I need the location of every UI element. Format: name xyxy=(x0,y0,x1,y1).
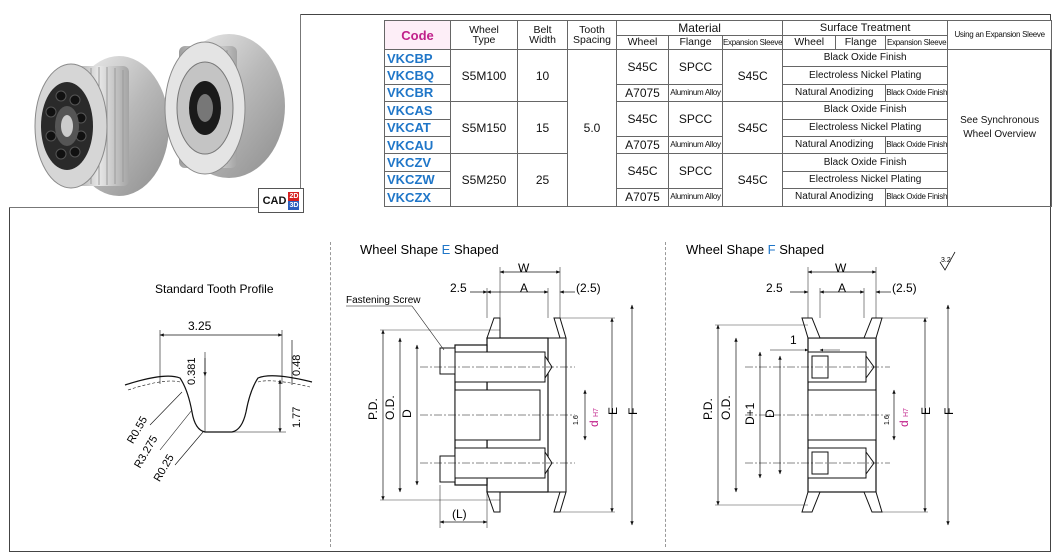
pitch-label: 3.25 xyxy=(188,319,212,333)
wheel-f-title: Wheel Shape F Shaped xyxy=(686,242,824,257)
tooth-profile-drawing: Standard Tooth Profile 3.25 0.381 0.48 1… xyxy=(124,282,313,484)
material-sleeve-cell: S45C xyxy=(721,153,784,207)
tooth-spacing-cell: 5.0 xyxy=(567,49,617,207)
dim-f-f: F xyxy=(942,408,956,415)
dim-a: A xyxy=(520,281,528,295)
code-cell[interactable]: VKCAT xyxy=(384,118,451,137)
dim-25-left-f: 2.5 xyxy=(766,281,783,295)
col-surface-wheel: Wheel xyxy=(782,35,837,50)
table-row: VKCZX A7075 Aluminum Alloy Natural Anodi… xyxy=(384,188,1052,207)
wheel-type-cell: S5M100 xyxy=(450,48,518,103)
dim-od-f: O.D. xyxy=(719,395,733,420)
sleeve-surface-cell: Black Oxide Finish xyxy=(885,188,949,207)
dim-f: F xyxy=(626,408,640,415)
dim-d: D xyxy=(400,409,414,418)
table-row: VKCZV S5M250 25 S45C SPCC S45C Black Oxi… xyxy=(384,153,1052,207)
divider xyxy=(665,242,666,547)
roughness-e: 1.6 xyxy=(573,415,580,425)
dim-1: 1 xyxy=(790,333,797,347)
cad-badge[interactable]: CAD 2D 3D xyxy=(258,188,304,213)
col-material-wheel: Wheel xyxy=(616,35,669,50)
roughness-f: 1.6 xyxy=(884,415,891,425)
dim-pd: P.D. xyxy=(366,398,380,420)
radius-025: R0.25 xyxy=(152,452,177,483)
belt-width-cell: 15 xyxy=(517,101,568,155)
dim-l: (L) xyxy=(452,507,467,521)
wheel-f-drawing: Wheel Shape F Shaped 3.2 W A 2.5 (2.5) xyxy=(686,242,956,526)
product-photo: CAD 2D 3D xyxy=(9,14,304,213)
material-sleeve-cell: S45C xyxy=(721,101,784,155)
wheel-type-cell: S5M250 xyxy=(450,153,518,207)
bore-d: d xyxy=(587,420,601,427)
table-row: VKCBQ Electroless Nickel Plating xyxy=(384,66,1052,85)
bore-tol-f: H7 xyxy=(903,408,910,417)
surface-mark-label: 3.2 xyxy=(941,257,951,264)
material-flange-cell: Aluminum Alloy xyxy=(668,83,723,103)
material-flange-cell: Aluminum Alloy xyxy=(668,135,723,155)
cad-label: CAD xyxy=(262,194,287,207)
dim-177: 1.77 xyxy=(291,407,303,428)
wheel-e-title: Wheel Shape E Shaped xyxy=(360,242,499,257)
wheel-e-drawing: Wheel Shape E Shaped W A 2.5 (2.5) xyxy=(346,242,640,528)
cad-3d-label: 3D xyxy=(288,200,300,210)
dim-25-right: (2.5) xyxy=(576,281,601,295)
dim-w: W xyxy=(518,261,530,275)
belt-width-cell: 25 xyxy=(517,153,568,207)
col-using-sleeve: Using an Expansion Sleeve xyxy=(947,20,1053,50)
code-cell[interactable]: VKCAU xyxy=(384,135,451,155)
wheel-type-cell: S5M150 xyxy=(450,101,518,155)
dim-od: O.D. xyxy=(383,395,397,420)
dim-d1: D+1 xyxy=(743,402,757,425)
dim-pd-f: P.D. xyxy=(701,398,715,420)
bore-d-f: d xyxy=(897,420,911,427)
dim-a-f: A xyxy=(838,281,846,295)
bore-tol: H7 xyxy=(593,408,600,417)
material-wheel-cell: A7075 xyxy=(616,135,669,155)
code-cell[interactable]: VKCZX xyxy=(384,188,451,207)
pulley-image xyxy=(34,34,285,196)
code-cell[interactable]: VKCZW xyxy=(384,170,451,190)
col-surface-sleeve: Expansion Sleeve xyxy=(885,35,949,50)
code-cell[interactable]: VKCBP xyxy=(384,48,451,68)
dim-048: 0.48 xyxy=(291,355,303,376)
tooth-profile-title: Standard Tooth Profile xyxy=(155,282,274,296)
table-row: VKCAS S5M150 15 S45C SPCC S45C Black Oxi… xyxy=(384,101,1052,155)
table-row: VKCAU A7075 Aluminum Alloy Natural Anodi… xyxy=(384,135,1052,155)
surface-cell: Natural Anodizing xyxy=(782,188,887,207)
divider xyxy=(330,242,331,547)
material-wheel-cell: S45C xyxy=(616,101,669,137)
table-row: VKCBP S5M100 10 5.0 S45C SPCC S45C Black… xyxy=(384,48,1053,207)
dim-25-right-f: (2.5) xyxy=(892,281,917,295)
code-cell[interactable]: VKCBQ xyxy=(384,66,451,85)
dim-0381: 0.381 xyxy=(186,357,198,385)
table-row: VKCZW Electroless Nickel Plating xyxy=(384,170,1052,190)
belt-width-cell: 10 xyxy=(517,48,568,103)
fastening-screw-label: Fastening Screw xyxy=(346,295,421,306)
dim-25-left: 2.5 xyxy=(450,281,467,295)
dim-w-f: W xyxy=(835,261,847,275)
dim-e-f: E xyxy=(919,407,933,415)
cad-2d-label: 2D xyxy=(288,191,300,201)
cad-dims: 2D 3D xyxy=(288,191,300,210)
material-flange-cell: Aluminum Alloy xyxy=(668,188,723,207)
dim-e: E xyxy=(606,407,620,415)
material-sleeve-cell: S45C xyxy=(721,48,784,103)
page-frame xyxy=(9,14,1051,552)
dim-d-f: D xyxy=(763,409,777,418)
table-row: VKCBR A7075 Aluminum Alloy Natural Anodi… xyxy=(384,83,1052,103)
